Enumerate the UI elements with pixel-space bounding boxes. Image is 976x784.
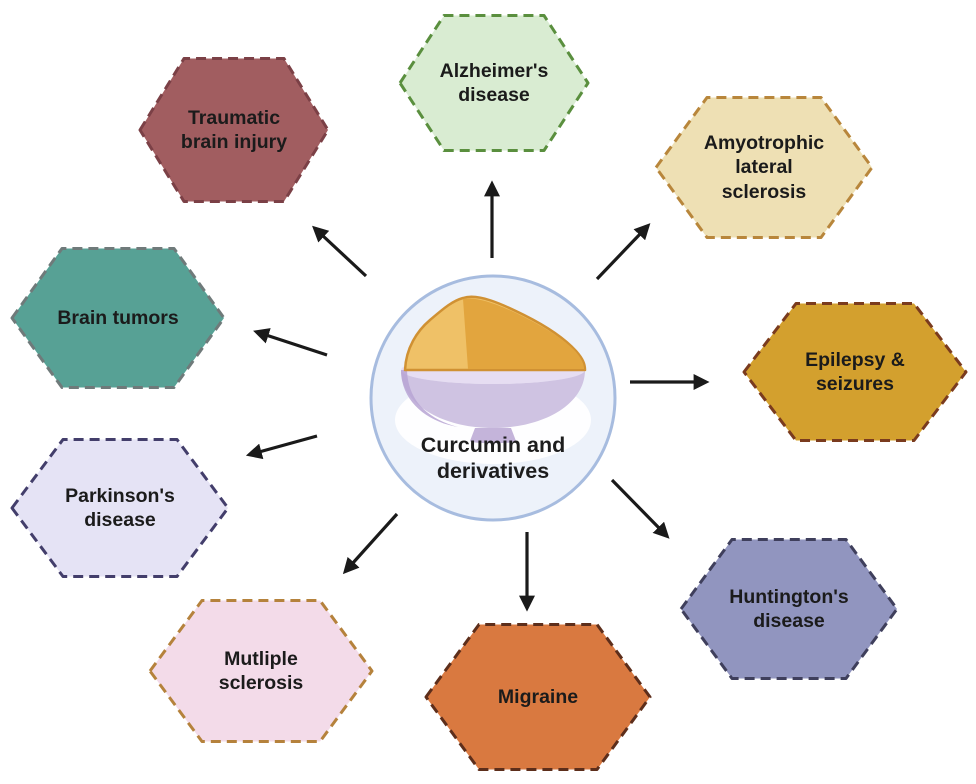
node-migraine: Migraine — [424, 622, 652, 772]
node-parkinsons-disease: Parkinson's disease — [10, 437, 230, 579]
hexagon-shape — [138, 57, 330, 203]
node-traumatic-brain-injury: Traumatic brain injury — [138, 56, 330, 204]
curcumin-bowl-icon — [401, 295, 587, 444]
node-label: Epilepsy & seizures — [805, 348, 905, 395]
node-label: Migraine — [497, 685, 579, 708]
bowl-body — [401, 370, 585, 428]
node-alzheimers-disease: Alzheimer's disease — [398, 13, 590, 153]
node-label: Amyotrophic lateral sclerosis — [703, 132, 825, 203]
hexagon-shape — [679, 538, 899, 680]
powder-shading — [463, 298, 584, 369]
node-label: Brain tumors — [57, 306, 179, 329]
arrow-to-traumatic-brain-injury — [312, 225, 368, 278]
bowl-shadow — [401, 370, 458, 427]
node-amyotrophic-lateral-sclerosis: Amyotrophic lateral sclerosis — [654, 95, 874, 240]
node-label: Alzheimer's disease — [439, 59, 549, 106]
hexagon-shape — [398, 14, 590, 152]
arrow-to-huntingtons-disease — [610, 478, 670, 539]
node-label: Huntington's disease — [729, 585, 849, 632]
node-label: Parkinson's disease — [65, 484, 175, 531]
hexagon-shape — [424, 623, 652, 771]
hexagon-shape — [654, 96, 874, 239]
arrows-layer — [245, 180, 710, 612]
hexagon-shape — [148, 599, 374, 743]
center-label: Curcumin and derivatives — [420, 433, 566, 484]
bowl-foot — [470, 428, 516, 444]
hexagon-shape — [742, 302, 968, 442]
node-huntingtons-disease: Huntington's disease — [679, 537, 899, 681]
node-epilepsy-seizures: Epilepsy & seizures — [742, 301, 968, 443]
arrow-to-brain-tumors — [253, 328, 328, 357]
arrow-to-amyotrophic-lateral-sclerosis — [595, 223, 651, 281]
node-brain-tumors: Brain tumors — [10, 246, 226, 390]
node-multiple-sclerosis: Mutliple sclerosis — [148, 598, 374, 744]
hexagon-shape — [10, 438, 230, 578]
hexagon-shape — [10, 247, 226, 389]
node-label: Traumatic brain injury — [180, 106, 288, 153]
arrow-to-multiple-sclerosis — [342, 512, 399, 575]
arrow-to-parkinsons-disease — [245, 434, 318, 460]
node-label: Mutliple sclerosis — [218, 647, 304, 694]
